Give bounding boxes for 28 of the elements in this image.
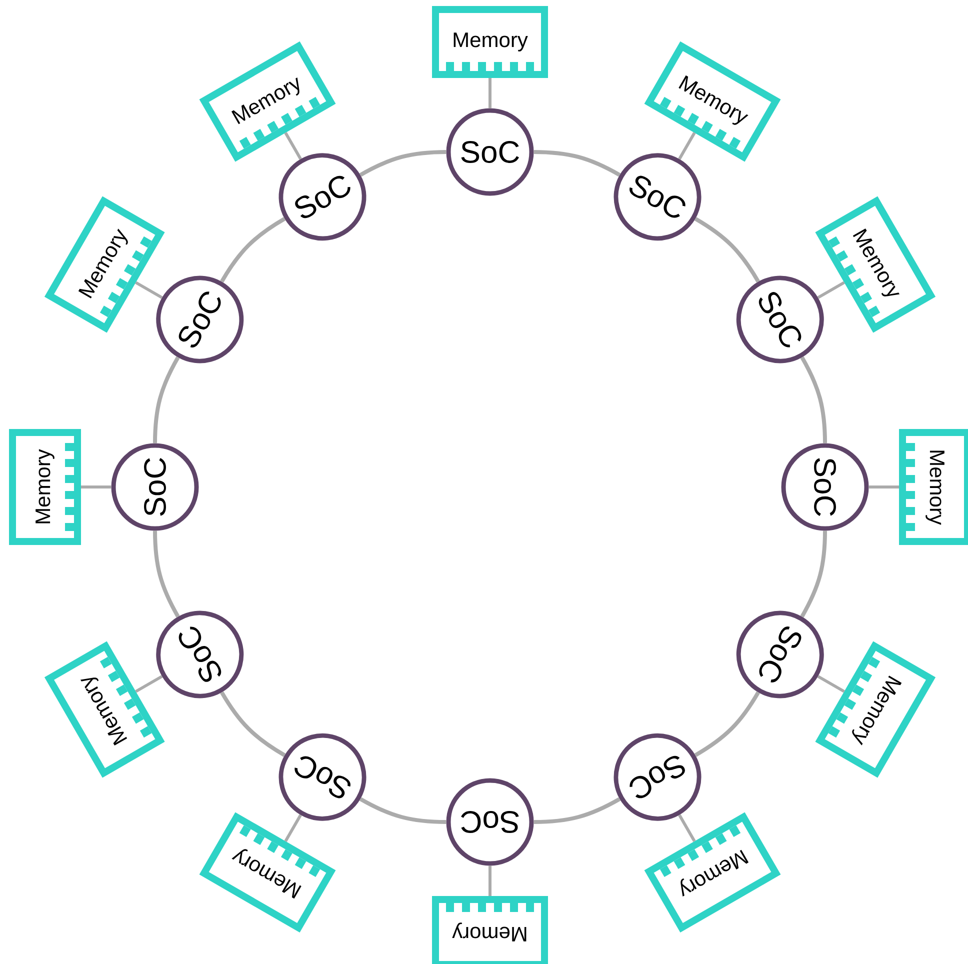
- chip-connector: [817, 281, 845, 299]
- memory-chip: Memory: [899, 429, 968, 545]
- ring-connector: [800, 356, 828, 444]
- ring-connector: [153, 356, 180, 444]
- memory-chip: Memory: [9, 429, 81, 545]
- chip-connector: [678, 132, 696, 160]
- chip-connector: [488, 866, 492, 896]
- ring-connector: [220, 217, 286, 283]
- chip-connector: [488, 78, 492, 108]
- chip-connector: [817, 675, 845, 693]
- chip-connector: [135, 281, 163, 299]
- ring-connector: [359, 797, 446, 824]
- ring-connector: [694, 217, 760, 283]
- chip-connector: [678, 814, 696, 842]
- ring-connector: [359, 150, 446, 177]
- chip-connector: [868, 486, 899, 488]
- ring-connector: [694, 691, 760, 757]
- ring-connector: [534, 150, 621, 177]
- chip-connector: [284, 814, 302, 842]
- memory-chip: Memory: [432, 6, 548, 78]
- ring-connector: [153, 530, 180, 618]
- ring-connector: [534, 797, 621, 824]
- memory-chip: Memory: [432, 896, 548, 964]
- chip-connector: [135, 675, 163, 693]
- chip-connector: [284, 132, 302, 160]
- ring-connector: [800, 530, 828, 618]
- ring-connector: [220, 691, 286, 757]
- chip-connector: [81, 486, 112, 488]
